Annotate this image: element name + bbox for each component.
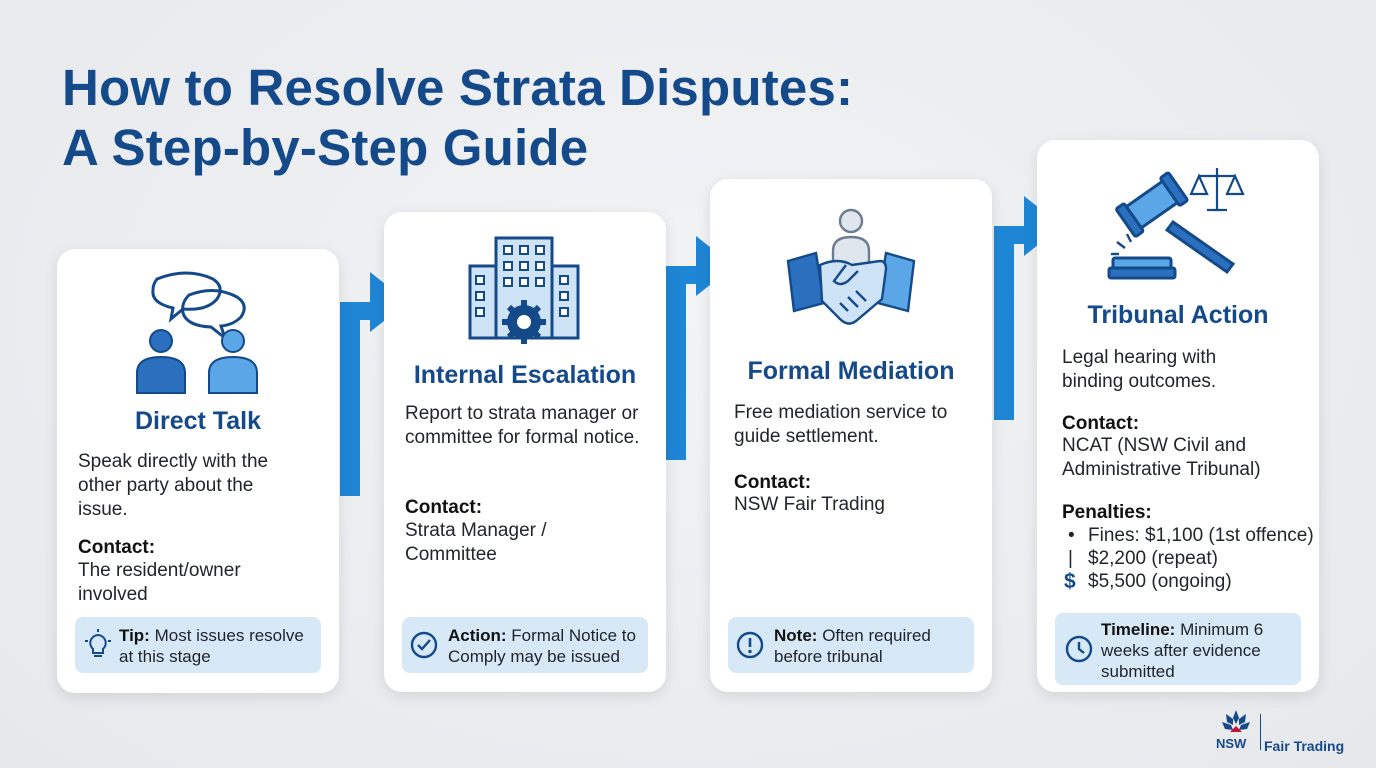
note-callout: Note: Often required before tribunal [728,617,974,673]
callout-label: Action: [448,626,507,645]
step-description: Free mediation service to guide settleme… [734,402,948,447]
contact-value: The resident/owner involved [78,560,241,605]
penalty-item: •Fines: $1,100 (1st offence) [1068,525,1314,546]
gavel-scales-icon [1107,168,1245,280]
step-heading: Formal Mediation [747,357,955,385]
step-description: Report to strata manager or committee fo… [405,403,640,448]
step-card-formal-mediation: Formal Mediation Free mediation service … [710,179,992,692]
step-card-internal-escalation: Internal Escalation Report to strata man… [384,212,666,692]
callout-label: Timeline: [1101,620,1176,639]
action-callout: Action: Formal Notice to Comply may be i… [402,617,648,673]
dollar-icon: $ [1064,570,1076,593]
penalty-item: |$2,200 (repeat) [1068,548,1218,569]
penalties-list: •Fines: $1,100 (1st offence) |$2,200 (re… [1062,524,1314,593]
check-circle-icon [410,631,438,659]
callout-text: Minimum 6 weeks after evidence submitted [1101,620,1264,681]
brand-name: Fair Trading [1264,738,1345,754]
logo-divider [1260,714,1261,750]
penalties-label: Penalties: [1062,502,1152,523]
step-arrow-1-icon [340,272,408,496]
step-card-direct-talk: Direct Talk Speak directly with the othe… [57,249,339,693]
callout-text: Formal Notice to Comply may be issued [448,626,636,666]
callout-text: Most issues resolve at this stage [119,626,304,666]
handshake-mediator-icon [786,208,916,325]
clock-icon [1065,635,1093,663]
step-heading: Internal Escalation [413,361,637,389]
page-title: How to Resolve Strata Disputes: A Step-b… [62,58,853,178]
step-description: Legal hearing with binding outcomes. [1062,347,1217,392]
title-line-2: A Step-by-Step Guide [62,119,589,176]
lightbulb-icon [85,629,111,657]
timeline-callout: Timeline: Minimum 6 weeks after evidence… [1055,613,1301,685]
contact-value: NCAT (NSW Civil and Administrative Tribu… [1062,435,1261,480]
contact-label: Contact: [405,497,483,518]
contact-value: Strata Manager / Committee [405,520,547,565]
contact-label: Contact: [1062,413,1140,434]
step-card-tribunal-action: Tribunal Action Legal hearing with bindi… [1037,140,1319,692]
nsw-waratah-logo-icon [1222,710,1250,732]
step-heading: Tribunal Action [1087,301,1269,329]
step-arrow-3-icon [994,196,1062,420]
step-arrow-2-icon [666,236,734,460]
exclamation-circle-icon [736,631,764,659]
callout-label: Tip: [119,626,150,645]
callout-label: Note: [774,626,818,645]
step-description: Speak directly with the other party abou… [78,451,269,520]
nsw-logo-text: NSW [1216,736,1247,751]
conversation-people-icon [136,271,258,394]
contact-label: Contact: [734,472,812,493]
title-line-1: How to Resolve Strata Disputes: [62,59,854,116]
step-heading: Direct Talk [135,407,261,435]
callout-text: Often required before tribunal [774,626,931,666]
building-gear-icon [468,236,580,344]
contact-value: NSW Fair Trading [734,494,885,515]
penalty-item: $$5,500 (ongoing) [1064,570,1232,593]
tip-callout: Tip: Most issues resolve at this stage [75,617,321,673]
contact-label: Contact: [78,537,156,558]
